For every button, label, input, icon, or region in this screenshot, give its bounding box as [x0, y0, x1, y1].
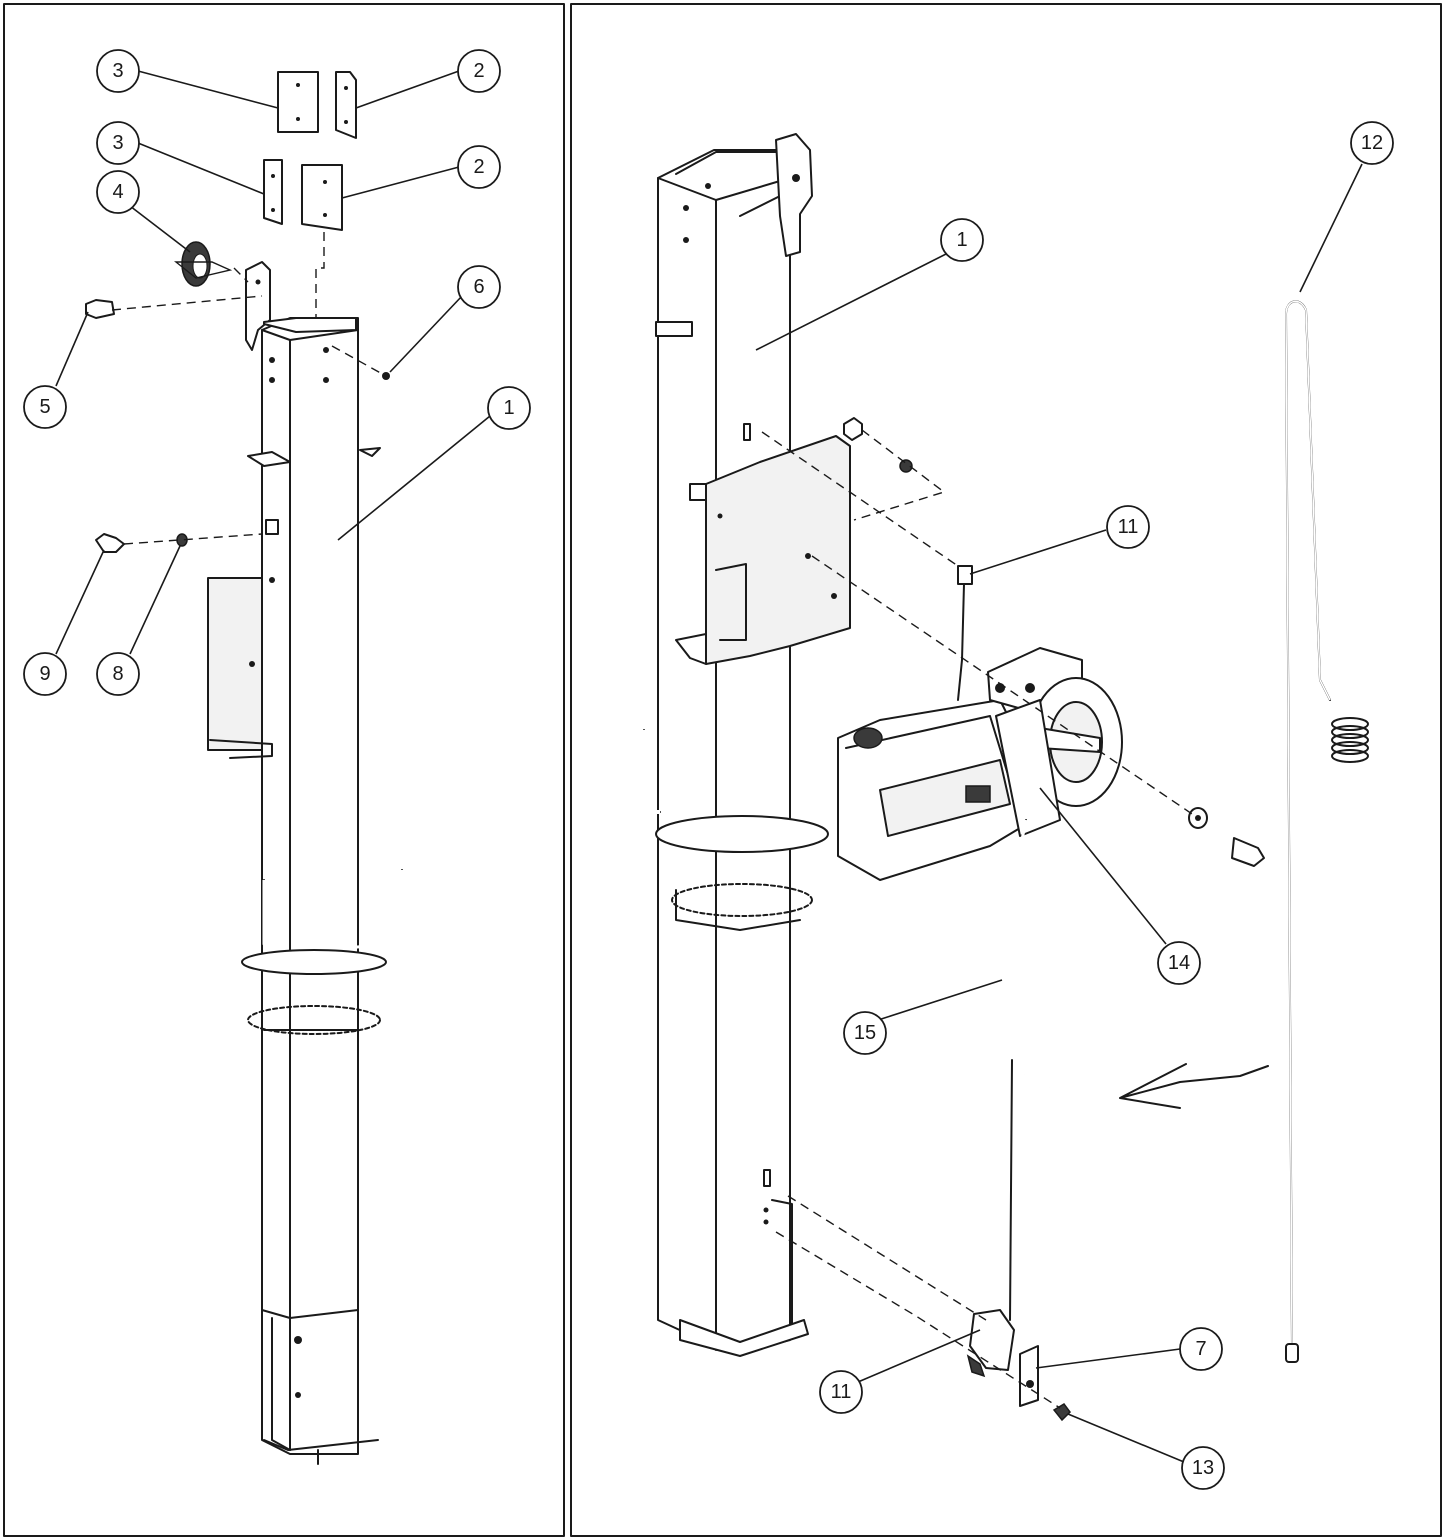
gear-ring: [247, 1005, 381, 1035]
rod-tip: [1285, 1343, 1299, 1363]
balloon-12: 12: [1350, 121, 1394, 165]
collar-ring: [241, 949, 387, 975]
svg-text:1: 1: [503, 397, 514, 419]
column-1-left: [261, 317, 359, 1455]
gear-ring-right: [671, 883, 813, 917]
balloon-5: 5: [23, 385, 67, 429]
right-assembly: [642, 133, 1369, 1422]
balloon-11-upper: 11: [1106, 505, 1150, 549]
collar-ring-right: [655, 815, 829, 853]
wear-pad-3-lower: [263, 159, 283, 225]
balloon-7: 7: [1179, 1327, 1223, 1371]
top-lever: [775, 133, 813, 257]
motor-mount-plate: [705, 435, 851, 665]
bolt-5: [85, 299, 115, 319]
left-assembly: [85, 71, 404, 1465]
rod-12: [1285, 300, 1331, 1345]
left-leaders: [55, 70, 491, 655]
svg-text:14: 14: [1168, 952, 1190, 974]
svg-text:6: 6: [473, 276, 484, 298]
balloon-13: 13: [1181, 1446, 1225, 1490]
rod-spring: [1331, 717, 1369, 763]
left-panel-frame: [3, 3, 565, 1537]
motor-14: [837, 647, 1123, 881]
svg-text:1: 1: [956, 229, 967, 251]
svg-text:8: 8: [112, 663, 123, 685]
balloon-2-lower: 2: [457, 145, 501, 189]
svg-text:2: 2: [473, 60, 484, 82]
wear-pad-2-lower: [301, 164, 343, 231]
wear-pad-2-top: [335, 71, 357, 139]
svg-text:7: 7: [1195, 1338, 1206, 1360]
bolt-right: [1231, 837, 1265, 867]
sensor-11-lower: [969, 1309, 1015, 1371]
plate-7: [1019, 1345, 1039, 1407]
svg-text:15: 15: [854, 1022, 876, 1044]
wear-pad-3-top: [277, 71, 319, 133]
sensor-11-upper: [957, 565, 973, 585]
screw-13: [1052, 1403, 1071, 1422]
balloon-15: 15: [843, 1011, 887, 1055]
balloon-1-left: 1: [487, 386, 531, 430]
balloon-3-lower: 3: [96, 121, 140, 165]
balloon-3-top: 3: [96, 49, 140, 93]
balloon-11-lower: 11: [819, 1370, 863, 1414]
right-panel-frame: [570, 3, 1442, 1537]
balloon-1-right: 1: [940, 218, 984, 262]
washer-upper: [899, 459, 913, 473]
mounting-bracket: [207, 577, 263, 751]
svg-text:9: 9: [39, 663, 50, 685]
svg-text:3: 3: [112, 132, 123, 154]
bolt-9: [95, 533, 125, 553]
svg-text:11: 11: [1118, 516, 1139, 538]
svg-text:4: 4: [112, 181, 123, 203]
svg-text:11: 11: [831, 1381, 852, 1403]
balloon-4: 4: [96, 170, 140, 214]
svg-text:3: 3: [112, 60, 123, 82]
right-leaders: [755, 163, 1363, 1463]
svg-text:2: 2: [473, 156, 484, 178]
balloon-8: 8: [96, 652, 140, 696]
nut-upper: [843, 417, 863, 441]
svg-text:13: 13: [1192, 1457, 1214, 1479]
balloon-9: 9: [23, 652, 67, 696]
svg-text:12: 12: [1361, 132, 1383, 154]
svg-text:5: 5: [39, 396, 50, 418]
balloon-2-top: 2: [457, 49, 501, 93]
cable-15: [1001, 819, 1121, 1100]
balloon-6: 6: [457, 265, 501, 309]
balloon-14: 14: [1157, 941, 1201, 985]
